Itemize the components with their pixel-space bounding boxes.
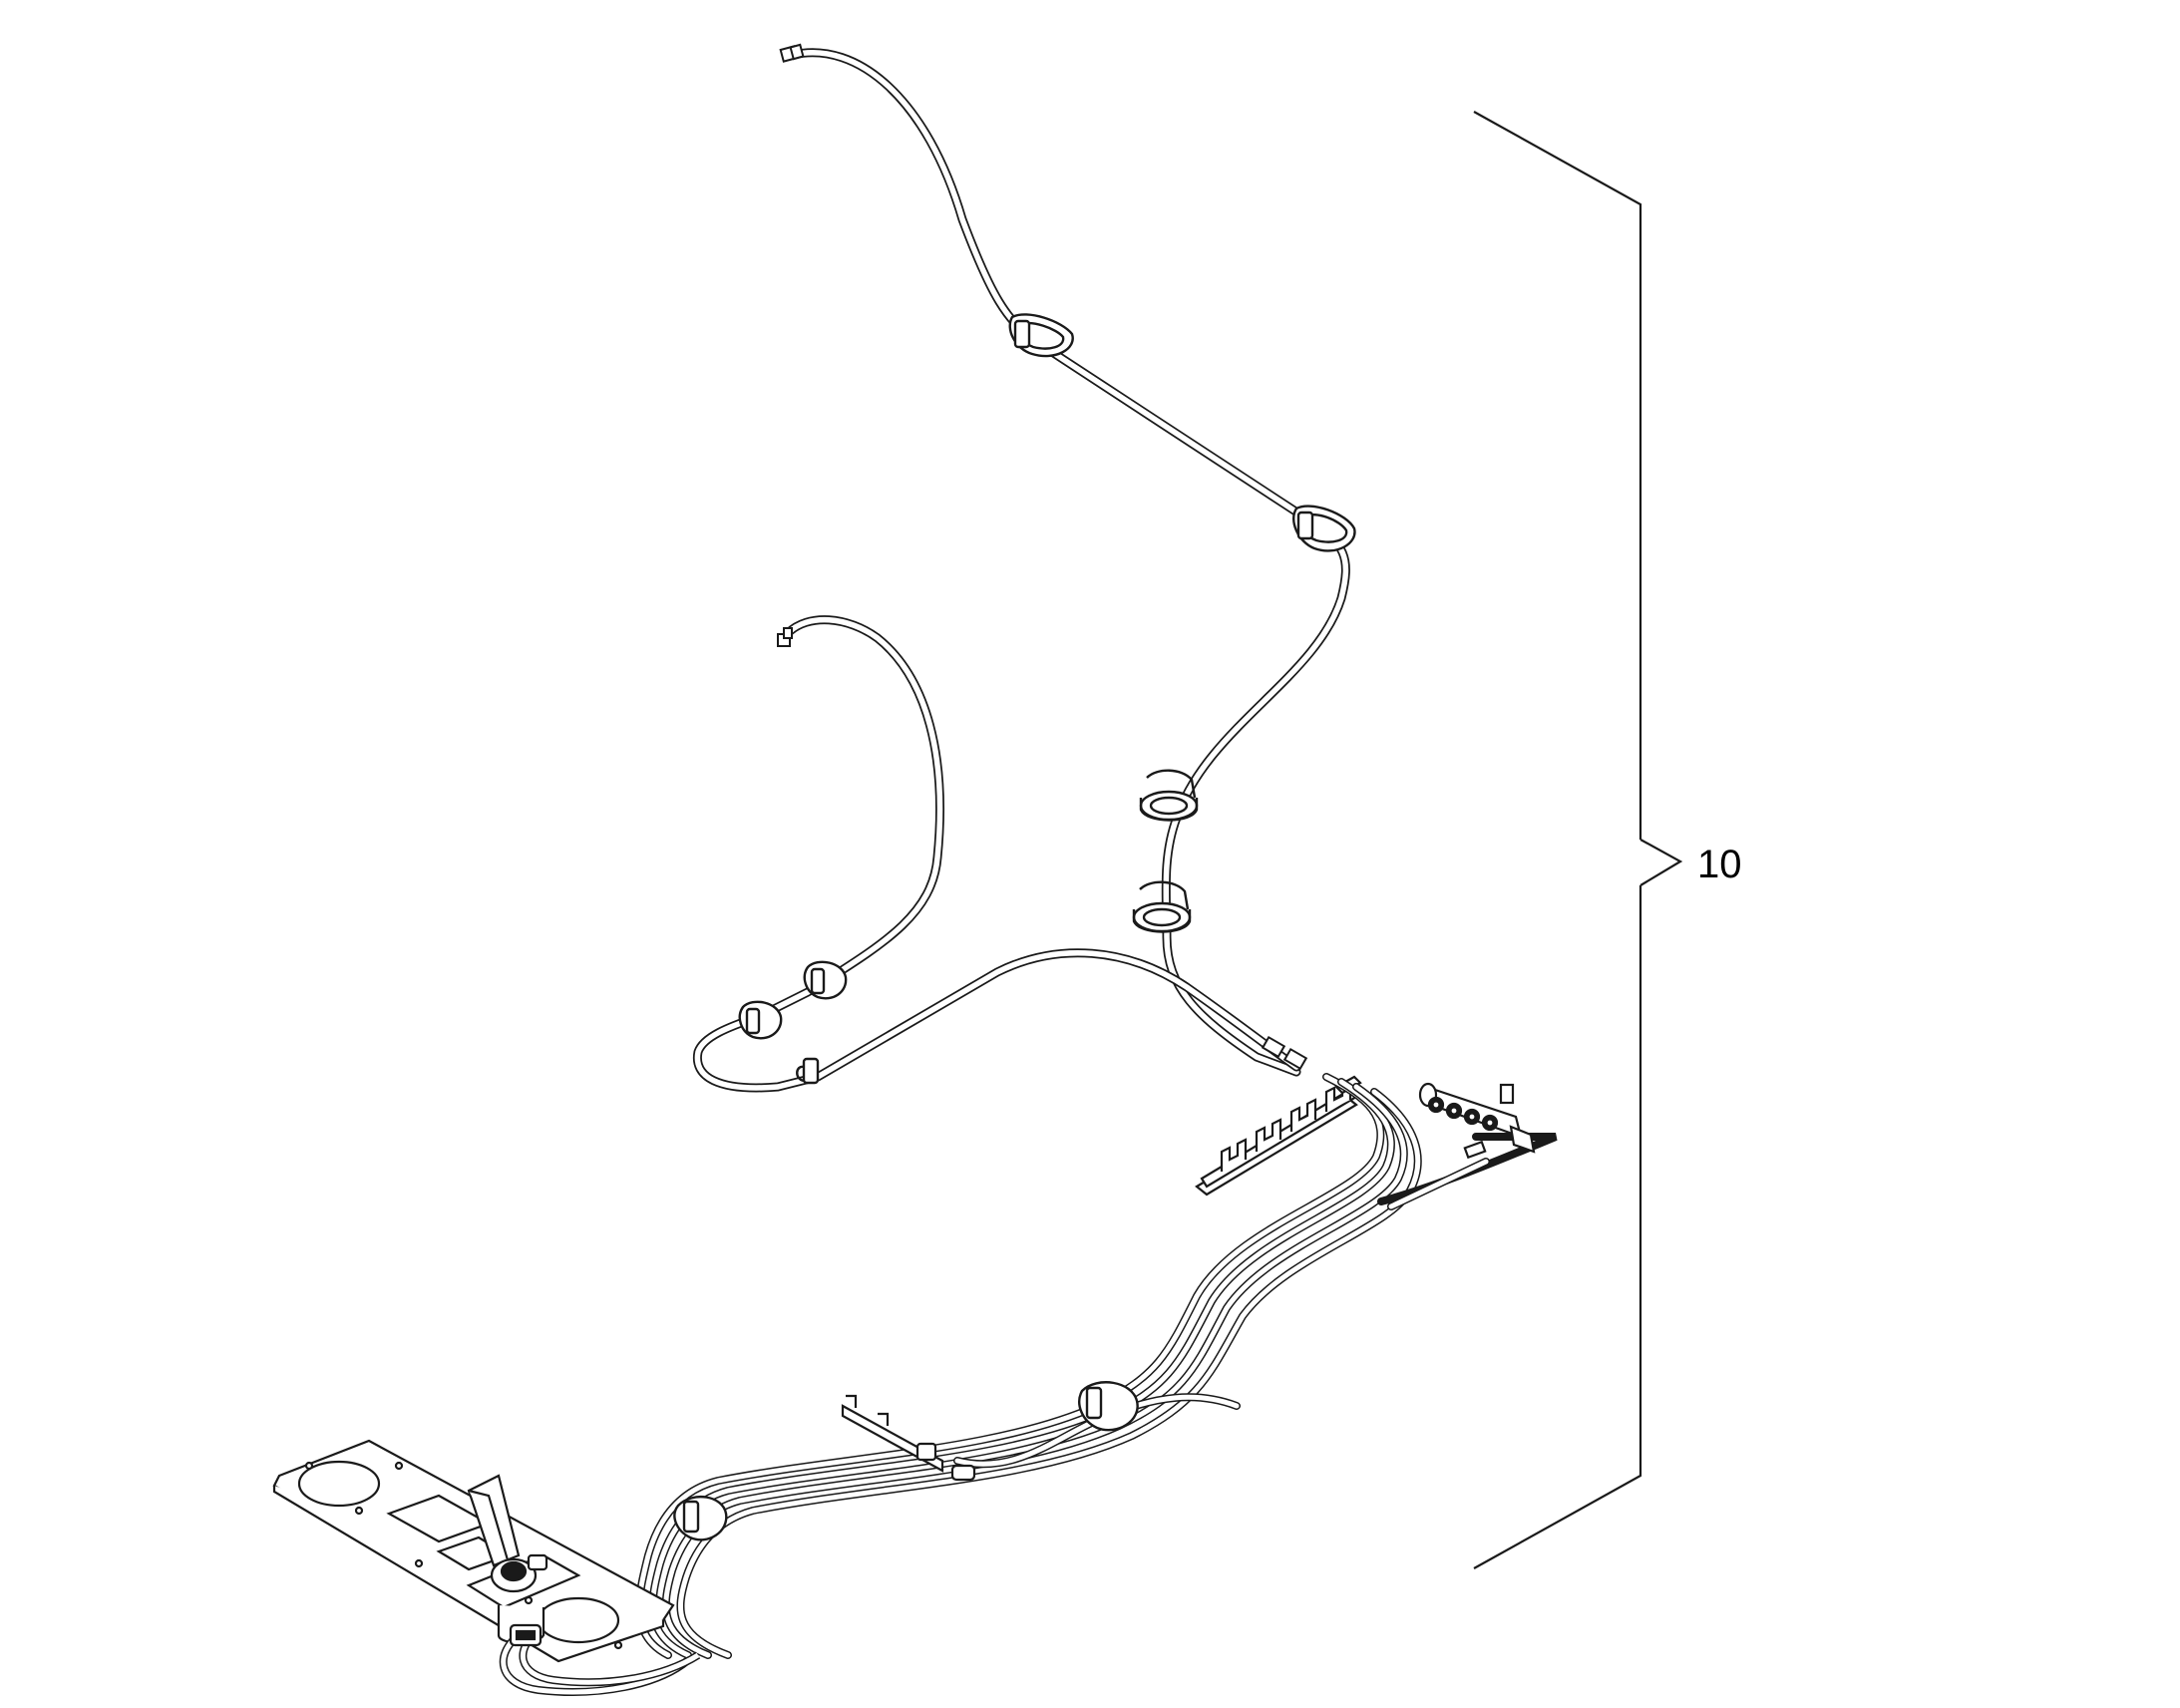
pivot-mechanism — [466, 1474, 581, 1644]
clamp-upper-1 — [1008, 313, 1074, 358]
clamp-middle-2 — [738, 1000, 783, 1040]
valve-block — [1418, 1082, 1536, 1160]
junction-fittings — [1261, 1035, 1308, 1071]
grommet-upper — [1139, 769, 1199, 822]
clamp-middle-3 — [796, 1057, 820, 1085]
mounting-bracket-small — [841, 1394, 976, 1482]
plate-cutout-left — [297, 1460, 381, 1508]
distribution-manifold — [1195, 1075, 1362, 1196]
under-plate-hose-loop — [499, 1626, 701, 1696]
grommet-lower — [1132, 880, 1192, 933]
bundle-clamp-middle — [1078, 1381, 1139, 1432]
clamp-upper-2 — [1291, 505, 1356, 552]
callout-label: 10 — [1697, 843, 1742, 886]
upper-hose-end-fitting — [779, 43, 805, 63]
valve-branch-hose — [1377, 1133, 1558, 1210]
hose-bundle — [635, 1073, 1422, 1659]
bracket-bottom-leg — [1473, 885, 1642, 1569]
assembly-bracket — [1473, 111, 1683, 1569]
plate-cutout-right — [537, 1596, 620, 1644]
upper-hose — [779, 43, 1350, 1077]
middle-hose — [692, 615, 1301, 1093]
under-plate-fitting — [509, 1623, 543, 1647]
bracket-notch — [1639, 839, 1683, 886]
bracket-top-leg — [1473, 111, 1642, 840]
base-plate — [272, 1439, 675, 1663]
middle-hose-end-fitting — [777, 627, 793, 647]
clamp-middle-1 — [803, 960, 848, 1000]
bundle-clamp-lower — [673, 1496, 728, 1541]
